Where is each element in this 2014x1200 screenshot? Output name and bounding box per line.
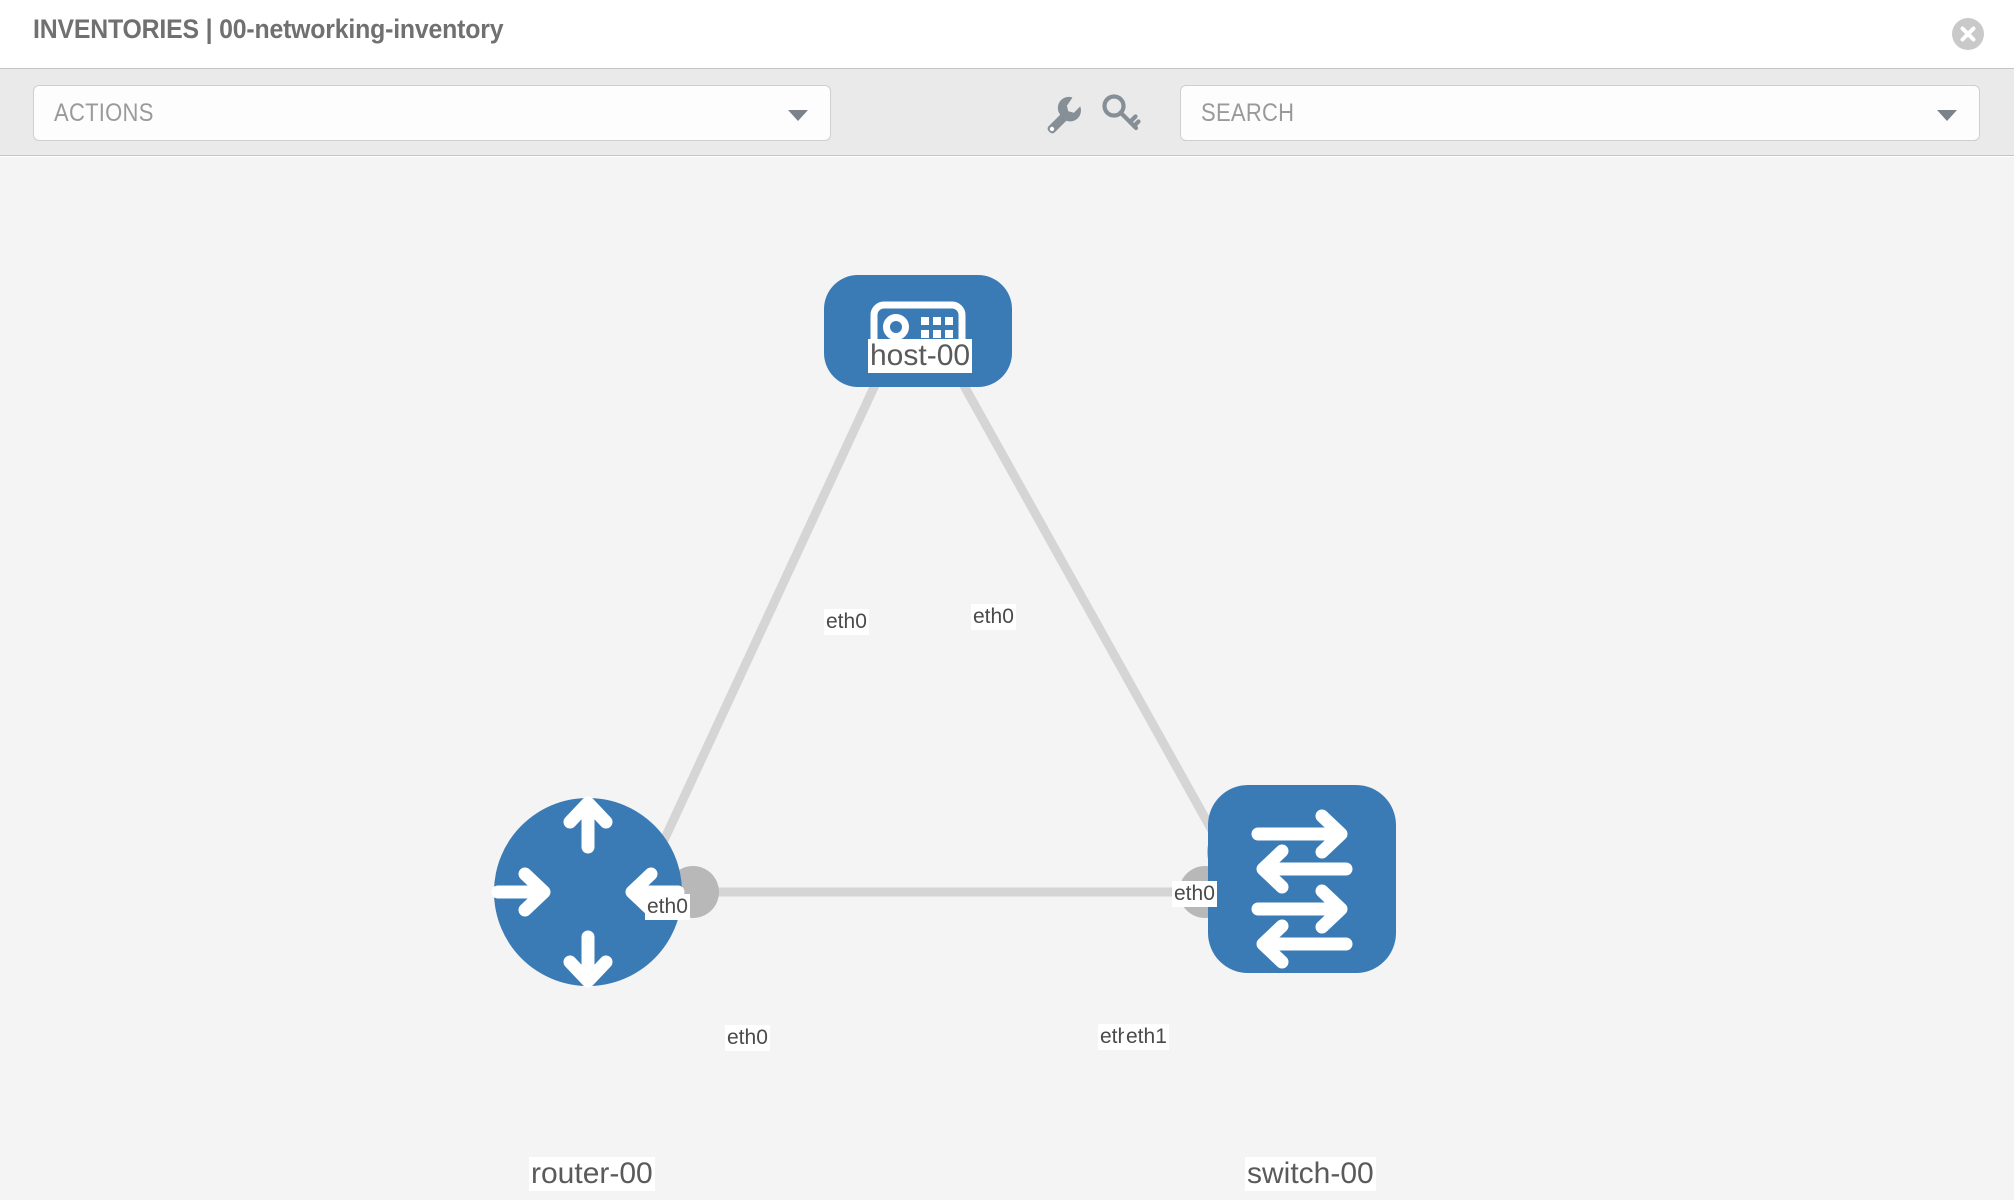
iface-label-host-right: eth0 <box>971 604 1016 630</box>
topology-canvas[interactable]: host-00 router-00 switch-00 eth0 eth0 et… <box>0 157 2014 1200</box>
close-icon[interactable] <box>1952 18 1984 50</box>
chevron-down-icon[interactable] <box>1937 110 1957 121</box>
page-title: INVENTORIES | 00-networking-inventory <box>33 14 504 44</box>
switch-arrows-icon <box>1251 809 1353 969</box>
page-header: INVENTORIES | 00-networking-inventory <box>0 0 2014 68</box>
wrench-icon[interactable] <box>1039 91 1085 137</box>
chevron-down-icon <box>788 110 808 121</box>
edge-host-router[interactable] <box>635 355 893 894</box>
iface-label-switch-left: eth1 <box>1124 1024 1169 1050</box>
actions-dropdown[interactable]: ACTIONS <box>33 85 831 141</box>
search-input[interactable]: SEARCH <box>1180 85 1980 141</box>
actions-dropdown-label: ACTIONS <box>54 99 154 127</box>
edge-host-switch[interactable] <box>944 354 1242 880</box>
key-icon[interactable] <box>1098 91 1144 137</box>
iface-label-router-up: eth0 <box>645 894 690 920</box>
topology-graph <box>491 275 1396 988</box>
node-label-switch-00: switch-00 <box>1245 1157 1376 1191</box>
iface-label-router-right: eth0 <box>725 1025 770 1051</box>
node-label-host-00: host-00 <box>868 339 973 373</box>
node-router-00[interactable] <box>491 796 685 988</box>
search-placeholder: SEARCH <box>1201 99 1295 127</box>
toolbar: ACTIONS SEARCH <box>0 68 2014 156</box>
node-switch-00[interactable] <box>1208 785 1396 973</box>
iface-label-host-left: eth0 <box>824 609 869 635</box>
router-arrows-icon <box>491 796 685 988</box>
iface-label-switch-up: eth0 <box>1172 881 1217 907</box>
node-label-router-00: router-00 <box>529 1157 655 1191</box>
